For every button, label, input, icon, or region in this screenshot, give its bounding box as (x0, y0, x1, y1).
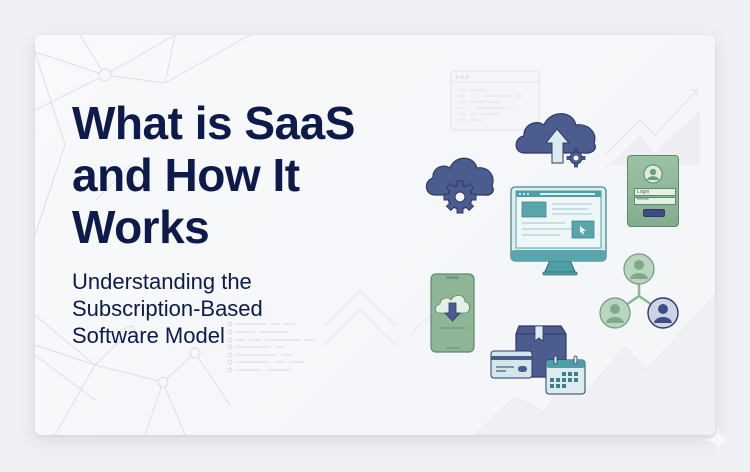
subtitle-line-1: Understanding the (72, 269, 252, 294)
cloud-upload-icon (515, 113, 596, 168)
cloud-gear-icon (425, 157, 494, 214)
credit-card-icon (490, 350, 533, 379)
page-title: What is SaaS and How It Works (72, 97, 432, 253)
title-line-3: Works (72, 201, 210, 253)
login-password-field: ****** (634, 197, 676, 205)
user-avatar-icon (643, 164, 663, 184)
login-card-icon: Login ****** (627, 155, 679, 227)
subtitle-line-3: Software Model (72, 323, 225, 348)
subtitle: Understanding the Subscription-Based Sof… (72, 268, 372, 349)
login-username-field: Login (634, 188, 676, 196)
monitor-browser-icon (510, 186, 607, 276)
title-line-1: What is SaaS (72, 97, 355, 149)
password-mask: ****** (637, 198, 649, 204)
users-network-icon (599, 253, 679, 329)
title-line-2: and How It (72, 149, 300, 201)
sparkle-icon (704, 426, 732, 454)
login-submit-button (643, 209, 665, 217)
subtitle-line-2: Subscription-Based (72, 296, 263, 321)
calendar-icon (545, 355, 586, 395)
hero-card: What is SaaS and How It Works Understand… (35, 35, 715, 435)
username-placeholder: Login (637, 189, 650, 195)
phone-cloud-download-icon (430, 273, 475, 353)
